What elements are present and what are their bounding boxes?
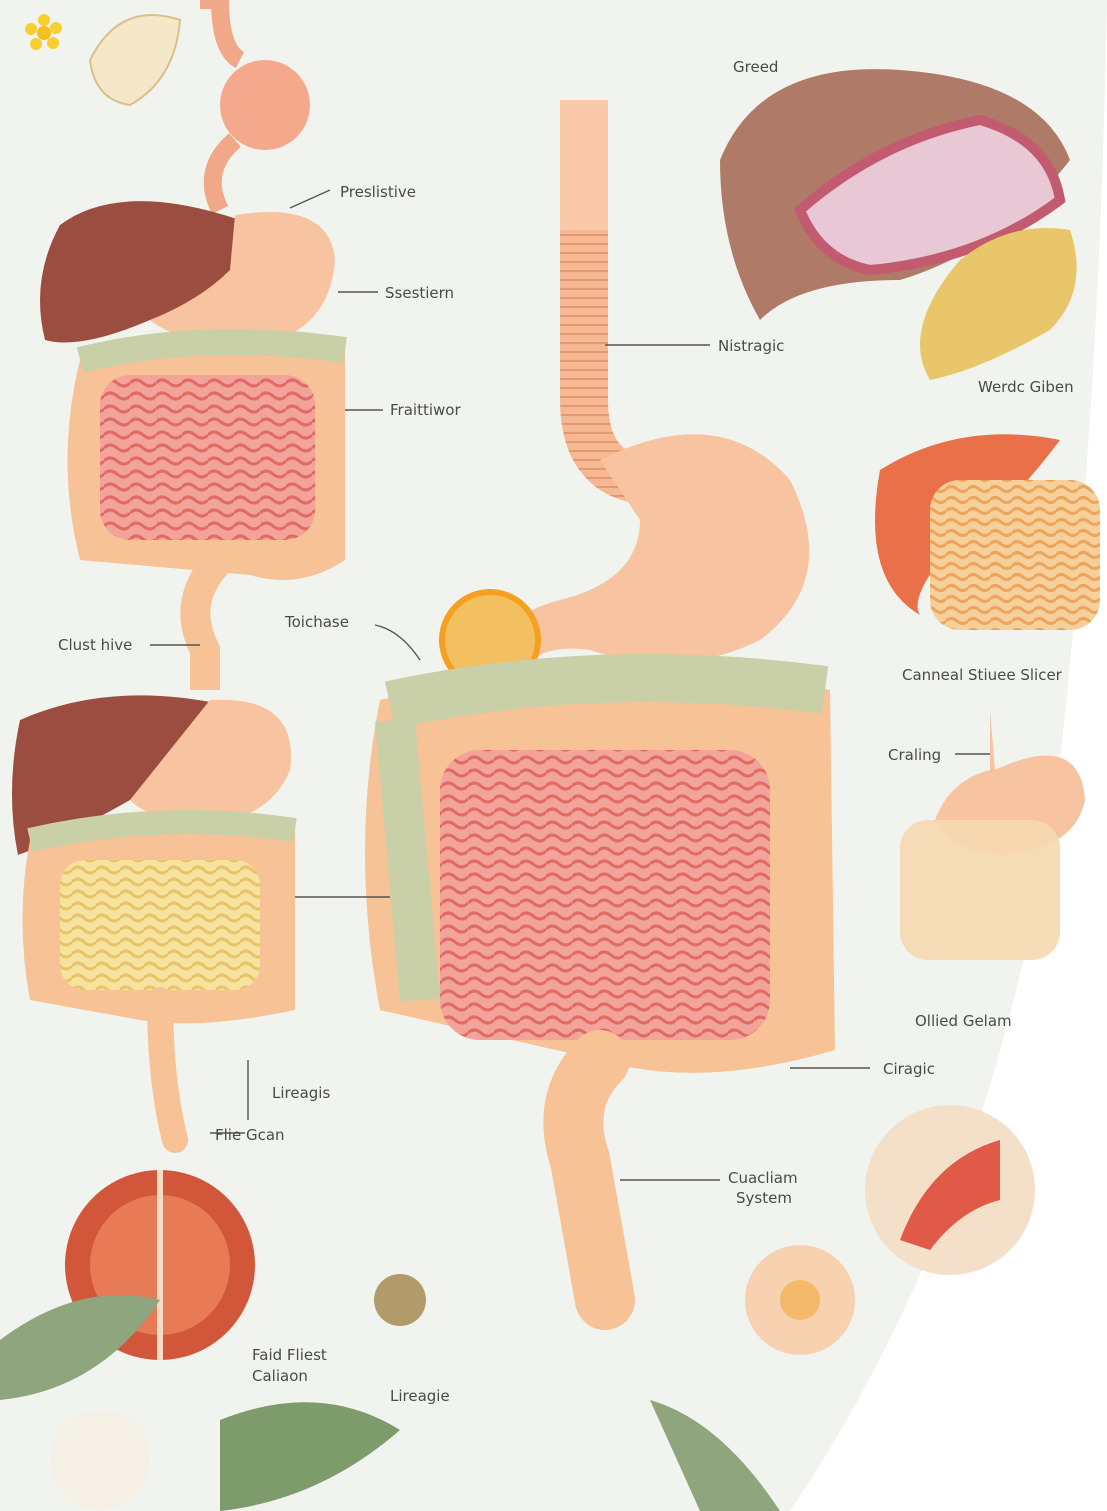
label-caliaon: Caliaon — [252, 1367, 308, 1385]
label-lireagie: Lireagie — [390, 1387, 450, 1405]
label-ollied-gelam: Ollied Gelam — [915, 1012, 1012, 1030]
label-craling: Craling — [888, 746, 941, 764]
label-fraittiwor: Fraittiwor — [390, 401, 461, 419]
label-greed: Greed — [733, 58, 778, 76]
label-preslistive: Preslistive — [340, 183, 416, 201]
label-canneal-stiuee-slicer: Canneal Stiuee Slicer — [902, 666, 1063, 684]
label-werdc-giben: Werdc Giben — [978, 378, 1074, 396]
label-cuacliam: Cuacliam — [728, 1169, 798, 1187]
label-flie-gcan: Flie Gcan — [215, 1126, 285, 1144]
label-nistragic: Nistragic — [718, 337, 784, 355]
label-lireagis: Lireagis — [272, 1084, 330, 1102]
label-ciragic: Ciragic — [883, 1060, 935, 1078]
label-toichase: Toichase — [284, 613, 349, 631]
label-clust-hive: Clust hive — [58, 636, 132, 654]
label-faid-fliest: Faid Fliest — [252, 1346, 327, 1364]
label-ssestiern: Ssestiern — [385, 284, 454, 302]
cross-section-circle — [865, 1105, 1035, 1275]
label-system: System — [736, 1189, 792, 1207]
